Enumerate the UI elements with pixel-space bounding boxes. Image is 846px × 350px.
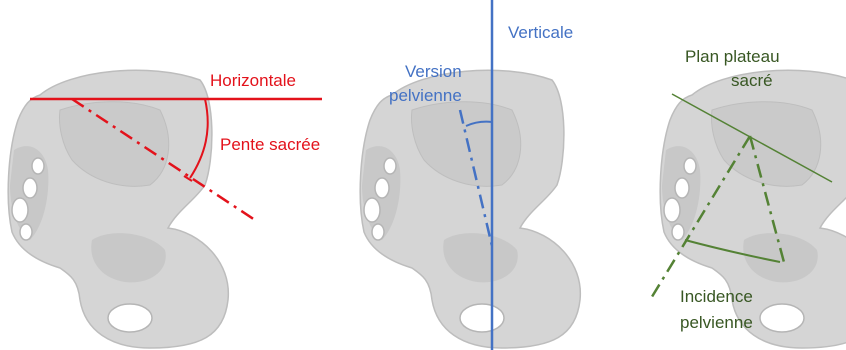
- pelvis-bone-illustration: [7, 69, 230, 349]
- verticale-label: Verticale: [508, 23, 573, 42]
- incidence-label-line2: pelvienne: [680, 313, 753, 332]
- femoral-head-line: [648, 135, 752, 301]
- pente-sacree-panel: Horizontale Pente sacrée: [7, 69, 322, 349]
- version-pelvienne-angle-arc: [465, 120, 493, 127]
- version-label-line1: Version: [405, 62, 462, 81]
- pelvis-bone-illustration: [359, 69, 582, 349]
- version-label-line2: pelvienne: [389, 86, 462, 105]
- sacral-plateau-plane-line: [671, 93, 833, 183]
- pente-sacree-angle-arc: [189, 98, 209, 179]
- version-pelvienne-annotations: Verticale Version pelvienne: [389, 0, 573, 350]
- horizontal-label: Horizontale: [210, 71, 296, 90]
- pelvis-bone-illustration: [659, 69, 846, 349]
- plan-plateau-label-line2: sacré: [731, 71, 773, 90]
- sacral-plateau-line: [71, 97, 259, 224]
- incidence-pelvienne-panel: [659, 69, 846, 349]
- pente-sacree-label: Pente sacrée: [220, 135, 320, 154]
- pente-sacree-arc-tick: [183, 175, 193, 182]
- plan-plateau-label-line1: Plan plateau: [685, 47, 780, 66]
- incidence-label-line1: Incidence: [680, 287, 753, 306]
- incidence-angle-arc: [684, 239, 781, 263]
- version-pelvienne-line: [458, 109, 494, 247]
- plateau-perpendicular-line: [748, 135, 787, 267]
- version-pelvienne-panel: [359, 69, 582, 349]
- incidence-pelvienne-annotations: Plan plateau sacré Incidence pelvienne: [648, 47, 833, 332]
